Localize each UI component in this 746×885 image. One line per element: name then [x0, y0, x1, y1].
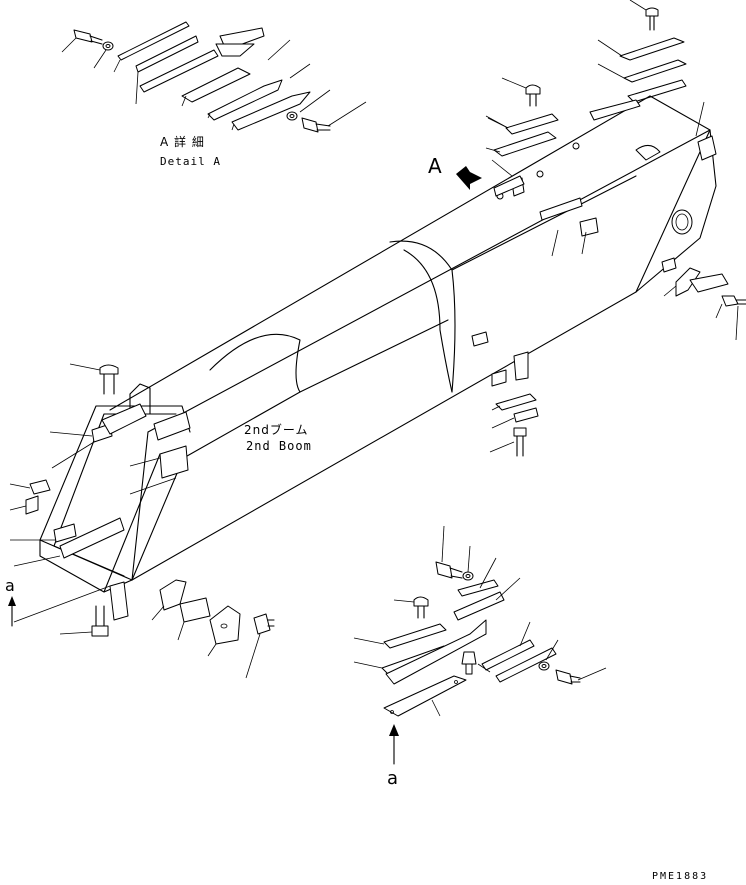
- top-right-parts: [597, 0, 746, 341]
- detail-a-label-en: Detail A: [160, 155, 221, 168]
- left-bottom-bolt: [59, 605, 109, 637]
- view-a-marker: A: [428, 154, 442, 178]
- under-boom-bolt: [513, 427, 527, 457]
- detail-a-parts: [61, 21, 367, 133]
- drawing-code: PME1883: [652, 871, 709, 882]
- detail-a-bolt-left: [61, 29, 103, 53]
- detail-a-washer-left: [93, 41, 114, 69]
- left-side-parts: [9, 363, 119, 637]
- detail-a-plates: [113, 21, 311, 131]
- section-a-bottom-arrow: [389, 724, 399, 765]
- section-a-marker-left: a: [5, 576, 15, 595]
- section-a-marker-bottom: a: [387, 768, 399, 789]
- section-a-bolt-2: [393, 596, 429, 619]
- section-a-bolt-3: [538, 661, 581, 685]
- view-a-parts: [485, 77, 559, 197]
- view-a-bolt: [501, 77, 541, 107]
- left-top-bolt: [69, 363, 119, 395]
- detail-a-bolt-right: [286, 89, 367, 133]
- section-a-grease-fitting: [461, 651, 477, 675]
- section-a-bolt-1: [435, 525, 463, 579]
- bottom-left-parts: [151, 579, 275, 679]
- under-boom-parts: [489, 351, 539, 457]
- top-right-bolt: [629, 0, 659, 31]
- right-side-bolt: [721, 295, 746, 307]
- boom-label-jp: 2ndブーム: [244, 423, 309, 437]
- view-a-arrow: [456, 166, 482, 190]
- boom-label-en: 2nd Boom: [246, 439, 312, 453]
- detail-a-label-jp: A 詳 細: [160, 135, 205, 149]
- section-a-washer: [462, 545, 474, 581]
- bottom-left-bolt: [253, 613, 275, 635]
- section-a-parts: [353, 525, 607, 717]
- boom-left-end-frame: [10, 383, 191, 623]
- boom-body: [109, 95, 717, 581]
- section-a-left-arrow: [8, 596, 16, 627]
